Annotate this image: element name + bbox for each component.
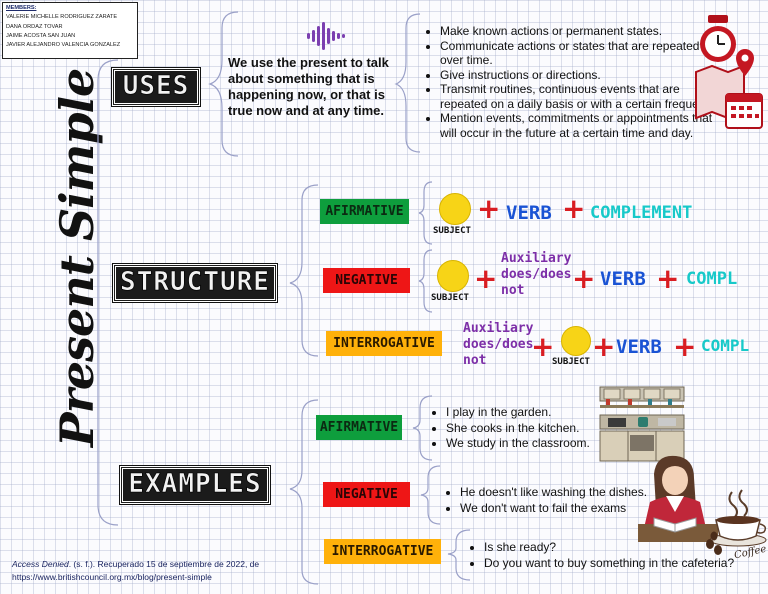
examples-interrogative-list: Is she ready? Do you want to buy somethi… (470, 540, 754, 571)
list-item: We don't want to fail the exams (460, 501, 680, 517)
aux-line: Auxiliary (501, 251, 572, 266)
uses-list: Make known actions or permanent states. … (424, 24, 720, 140)
members-title: MEMBERS: (6, 5, 37, 11)
aux-line: not (501, 283, 525, 298)
list-item: Communicate actions or states that are r… (440, 39, 720, 68)
examples-afirmative-list: I play in the garden. She cooks in the k… (432, 405, 616, 452)
clock-calendar-icon (695, 15, 763, 129)
reference-url[interactable]: https://www.britishcouncil.org.mx/blog/p… (12, 572, 212, 582)
plus-icon: + (531, 330, 555, 363)
structure-interrogative-tag: INTERROGATIVE (326, 331, 442, 356)
list-item: Is she ready? (484, 540, 754, 556)
example-text: We study in the classroom. (446, 436, 590, 450)
plus-icon: + (673, 330, 697, 363)
list-item: Transmit routines, continuous events tha… (440, 82, 720, 111)
list-item: Make known actions or permanent states. (440, 24, 720, 39)
complement-label: COMPL (686, 269, 738, 289)
structure-label: STRUCTURE (120, 267, 270, 298)
reference-date: . (s. f.). Recuperado 15 de septiembre d… (68, 559, 260, 569)
examples-interrogative-tag: INTERROGATIVE (324, 539, 441, 564)
example-text: I play in the garden. (446, 405, 552, 419)
complement-label: COMPLEMENT (590, 203, 693, 223)
plus-icon: + (477, 192, 501, 225)
member-name: JAIME ACOSTA SAN JUAN (6, 32, 76, 39)
plus-icon: + (656, 262, 680, 295)
plus-icon: + (562, 192, 586, 225)
structure-negative-tag: NEGATIVE (323, 268, 410, 293)
reference-title: Access Denied (12, 559, 69, 569)
list-item: Do you want to buy something in the cafe… (484, 556, 754, 572)
examples-negative-tag: NEGATIVE (323, 482, 410, 507)
list-item: Give instructions or directions. (440, 68, 720, 83)
complement-label: COMPL (701, 336, 750, 355)
example-text: He doesn't like washing the dishes. (460, 485, 648, 499)
coffee-cup-illustration (706, 489, 767, 555)
uses-summary: We use the present to talk about somethi… (228, 55, 389, 118)
list-item: Mention events, commitments or appointme… (440, 111, 720, 140)
verb-label: VERB (616, 336, 662, 358)
plus-icon: + (474, 262, 498, 295)
list-item: He doesn't like washing the dishes. (460, 485, 680, 501)
example-text: Is she ready? (484, 540, 557, 554)
auxiliary-label: Auxiliary does/does not (501, 251, 571, 299)
subject-label: SUBJECT (431, 293, 469, 303)
aux-line: not (463, 353, 487, 368)
reference-line-1: Access Denied. (s. f.). Recuperado 15 de… (12, 558, 259, 571)
member-name: VALERIE MICHELLE RODRIGUEZ ZARATE (6, 14, 118, 21)
verb-label: VERB (506, 202, 552, 224)
list-item: She cooks in the kitchen. (446, 421, 616, 437)
example-text: Do you want to buy something in the cafe… (484, 555, 735, 570)
member-name: DANA ORDAZ TOVAR (6, 23, 63, 30)
smiley-icon (561, 326, 591, 356)
subject-label: SUBJECT (552, 357, 590, 367)
example-text: We don't want to fail the exams (460, 500, 627, 515)
smiley-icon (437, 260, 469, 292)
verb-label: VERB (600, 268, 646, 290)
student-studying-illustration (638, 455, 718, 542)
structure-block: STRUCTURE (112, 263, 278, 303)
examples-block: EXAMPLES (119, 465, 271, 505)
member-name: JAVIER ALEJANDRO VALENCIA GONZALEZ (6, 42, 121, 49)
aux-line: does/does (463, 337, 534, 352)
plus-icon: + (572, 262, 596, 295)
auxiliary-label: Auxiliary does/does not (463, 321, 533, 369)
examples-label: EXAMPLES (128, 469, 262, 500)
uses-label: USES (122, 71, 190, 102)
examples-afirmative-tag: AFIRMATIVE (316, 415, 402, 440)
smiley-icon (439, 193, 471, 225)
uses-block: USES (111, 67, 201, 107)
examples-negative-list: He doesn't like washing the dishes. We d… (446, 485, 680, 516)
structure-afirmative-tag: AFIRMATIVE (320, 199, 409, 224)
sound-wave-icon (307, 22, 345, 50)
plus-icon: + (592, 330, 616, 363)
example-text: She cooks in the kitchen. (446, 420, 580, 435)
subject-label: SUBJECT (433, 226, 471, 236)
aux-line: does/does (501, 267, 572, 282)
list-item: I play in the garden. (446, 405, 616, 421)
members-box: MEMBERS: VALERIE MICHELLE RODRIGUEZ ZARA… (2, 2, 138, 59)
list-item: We study in the classroom. (446, 436, 616, 452)
reference: Access Denied. (s. f.). Recuperado 15 de… (12, 558, 259, 584)
aux-line: Auxiliary (463, 321, 534, 336)
